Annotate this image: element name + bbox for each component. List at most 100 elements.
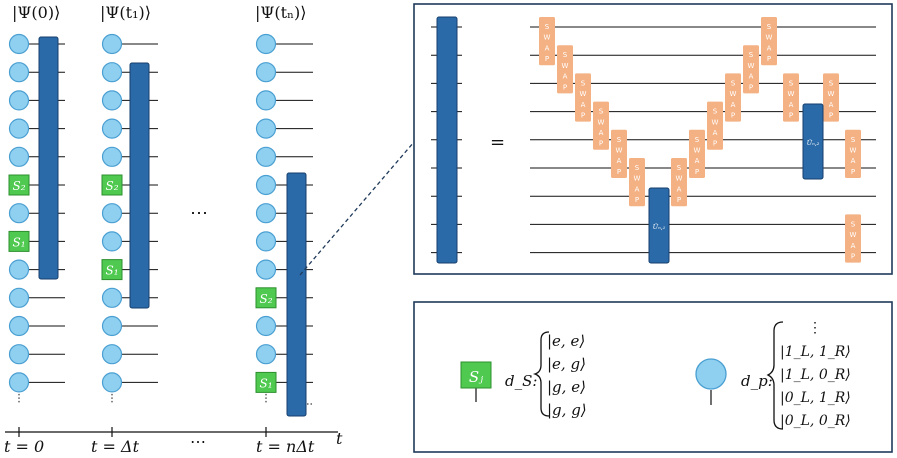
swap-gate-letter: A (563, 73, 568, 81)
photon-site (101, 344, 123, 365)
swap-gate-letter: S (545, 23, 550, 31)
swap-gate-letter: P (545, 55, 549, 63)
axis-label-t: t (336, 429, 343, 448)
swap-gate-letter: W (748, 62, 755, 70)
swap-gate-letter: A (617, 157, 622, 165)
photon-site (8, 259, 30, 280)
dp-state-1: |1_L, 1_R⟩ (780, 344, 851, 360)
swap-gate-letter: W (616, 146, 623, 154)
photon-site (101, 231, 123, 252)
swap-gate-letter: S (617, 136, 622, 144)
swap-gate (593, 101, 609, 150)
system-site-s1-label: S₁ (259, 376, 272, 390)
system-site-s2 (101, 174, 123, 196)
swap-gate-letter: A (851, 242, 856, 250)
block-operator (129, 62, 150, 309)
photon-site (255, 146, 277, 167)
swap-gate-letter: P (851, 252, 855, 260)
swap-gate (557, 45, 573, 94)
swap-gate (845, 214, 861, 263)
swap-gate-letter: W (562, 62, 569, 70)
photon-site (8, 62, 30, 83)
photon-site (255, 344, 277, 365)
photon-site (255, 174, 277, 196)
system-site-s2-label: S₂ (259, 292, 272, 306)
swap-gate-letter: S (599, 108, 604, 116)
photon-site (255, 231, 277, 252)
ds-state-1: |e, g⟩ (547, 355, 586, 373)
dp-state-4: |0_L, 0_R⟩ (780, 413, 851, 429)
photon-site (255, 62, 277, 83)
swap-gate-letter: P (617, 168, 621, 176)
swap-gate-letter: P (829, 111, 833, 119)
swap-gate-letter: S (767, 23, 772, 31)
dp-brace (766, 321, 784, 430)
gate-u-n2-label: Ũₙ,₂ (807, 138, 820, 147)
ds-state-2: |g, e⟩ (547, 378, 586, 396)
photon-site (101, 315, 123, 337)
photon-site (101, 287, 123, 308)
tick-tn: t = nΔt (256, 437, 315, 456)
swap-gate-letter: W (676, 175, 683, 183)
gate-u-n1 (648, 187, 670, 264)
swap-gate-letter: P (563, 83, 567, 91)
ds-state-3: |g, g⟩ (547, 401, 587, 419)
swap-gate (725, 73, 741, 122)
swap-gate-letter: S (563, 51, 568, 59)
swap-gate-letter: P (581, 111, 585, 119)
swap-gate-letter: A (767, 44, 772, 52)
system-site-s1-label: S₁ (105, 264, 118, 278)
swap-gate-letter: P (749, 83, 753, 91)
swap-gate-letter: P (599, 140, 603, 148)
swap-gate (575, 73, 591, 122)
swap-gate-letter: W (694, 146, 701, 154)
site-symbol (695, 358, 727, 390)
gate-u-n2 (802, 103, 824, 180)
tick-t0: t = 0 (4, 437, 44, 456)
photon-site (8, 287, 30, 308)
swap-gate-letter: W (850, 231, 857, 239)
swap-gate-letter: P (789, 111, 793, 119)
photon-site (255, 315, 277, 337)
swap-gate-letter: W (730, 90, 737, 98)
photon-site (8, 372, 30, 393)
swap-gate-letter: W (544, 34, 551, 42)
system-site-s1 (8, 230, 30, 252)
swap-gate-letter: A (695, 157, 700, 165)
equals-sign: = (490, 132, 505, 153)
swap-gate (707, 101, 723, 150)
swap-gate-letter: A (581, 101, 586, 109)
state-label-n: |Ψ(tₙ)⟩ (255, 3, 307, 22)
swap-gate-letter: W (598, 118, 605, 126)
swap-gate (629, 158, 645, 207)
photon-site (255, 118, 277, 139)
photon-site (8, 344, 30, 365)
photon-site (101, 62, 123, 83)
system-site-s2-label: S₂ (105, 179, 118, 193)
zoom-connector (299, 141, 415, 276)
swap-gate-letter: W (712, 118, 719, 126)
swap-gate-letter: A (731, 101, 736, 109)
state-label-0: |Ψ(0)⟩ (12, 3, 60, 22)
swap-gate-letter: P (851, 168, 855, 176)
system-site-s2-label: S₂ (12, 179, 25, 193)
time-axis: t = 0 t = Δt ⋯ t = nΔt t (4, 427, 343, 456)
swap-gate (845, 129, 861, 178)
photon-site (8, 90, 30, 111)
swap-gate-letter: P (635, 196, 639, 204)
gate-u-n1-label: Ũₙ,₁ (653, 222, 666, 231)
photon-site (101, 372, 123, 393)
photon-site (8, 146, 30, 167)
swap-gate-letter: S (789, 79, 794, 87)
swap-gate-letter: S (695, 136, 700, 144)
dp-state-2: |1_L, 0_R⟩ (780, 367, 851, 383)
swap-gate-letter: W (766, 34, 773, 42)
swap-gate-letter: A (829, 101, 834, 109)
swap-gate-letter: S (749, 51, 754, 59)
snapshot-column-n: S₂ S₁ (255, 33, 313, 417)
swap-gate-letter: A (635, 185, 640, 193)
block-operator (436, 16, 458, 264)
ds-brace (532, 331, 550, 417)
swap-gate-letter: A (545, 44, 550, 52)
